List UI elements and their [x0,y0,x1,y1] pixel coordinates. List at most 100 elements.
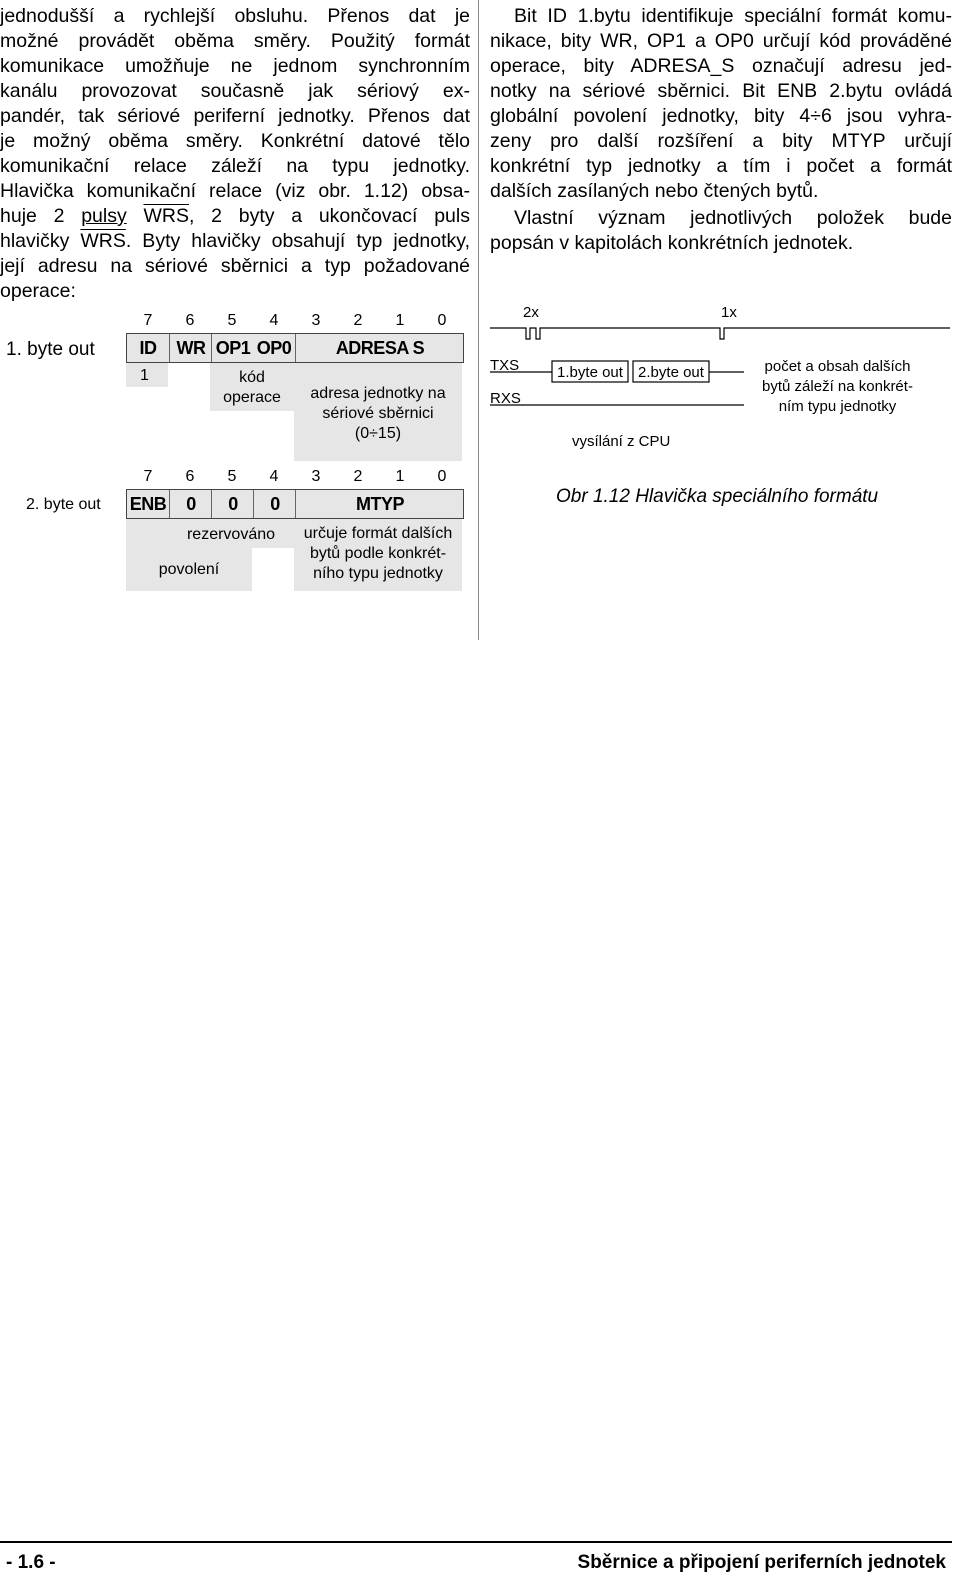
mtyp-note-box [294,519,462,591]
bit-number: 3 [311,468,321,485]
bit-number: 5 [227,468,237,485]
wrs-waveform [490,327,950,340]
povoleni-note: povolení [158,561,220,578]
text-line: její adresu na sériové sběrnici a typ po… [0,255,470,277]
byte2-label: 2. byte out [26,496,101,513]
text-line: nikace, bity WR, OP1 a OP0 určují kód pr… [490,30,952,52]
left-paragraph: jednodušší a rychlejší obsluhu. Přenos d… [0,4,470,304]
bit-number: 6 [185,312,195,329]
bit-number: 7 [143,312,153,329]
underlined-word: pulsy [81,205,127,227]
txs-label: TXS [490,357,520,374]
byte1-label: 1. byte out [6,339,95,360]
text-line: pandér, tak sériové periferní jednotky. … [0,105,470,127]
note-line: ního typu jednotky [313,565,443,582]
chapter-title: Sběrnice a připojení periferních jednote… [577,1552,946,1573]
id-note-box [126,363,168,387]
bit-number: 1 [395,468,405,485]
text-fragment: . Byty hlavičky obsahují typ jednotky, [125,230,470,252]
note-line: kód [239,369,265,386]
rezerv-gap [252,548,294,592]
text-line: Vlastní význam jednotlivých položek bude [514,207,952,229]
note-line: (0÷15) [354,425,402,442]
text-line: Hlavička komunikační relace (viz obr. 1.… [0,180,470,202]
right-paragraph: Bit ID 1.bytu identifikuje speciální for… [490,4,952,204]
timing-note: počet a obsah dalších bytů záleží na kon… [750,357,925,417]
text-fragment: , 2 byty a ukončovací puls [188,205,470,227]
overlined-signal: WRS [143,205,189,227]
bit-number: 3 [311,312,321,329]
byte2-register: ENB 0 0 0 MTYP [126,489,464,519]
byte1-register: ID WR OP1 OP0 ADRESA S [126,333,464,363]
byte1-box [551,360,629,383]
text-line: komunikace umožňuje ne jednom synchronní… [0,55,470,77]
right-paragraph-2: Vlastní význam jednotlivých položek bude… [490,206,952,256]
figure-caption: Obr 1.12 Hlavička speciálního formátu [556,486,879,507]
field-id: ID [139,338,158,358]
overlined-signal: WRS [80,230,126,252]
field-bit4: 0 [253,490,296,518]
adresa-note: adresa jednotky na sériové sběrnici (0÷1… [294,384,462,444]
byte1-box-label: 1.byte out [557,364,623,381]
note-line: určuje formát dalších [303,525,453,542]
note-line: adresa jednotky na [310,385,446,402]
field-mtyp: MTYP [295,490,464,518]
left-column: jednodušší a rychlejší obsluhu. Přenos d… [0,0,470,304]
text-line: zeny pro další rozšíření a bity MTYP urč… [490,130,952,152]
bit-number: 2 [353,312,363,329]
note-line: počet a obsah dalších [764,358,911,375]
bit-number: 5 [227,312,237,329]
field-wr: WR [169,334,212,362]
right-column: Bit ID 1.bytu identifikuje speciální for… [490,0,952,256]
text-line: globální povolení jednotky, bity 4÷6 jso… [490,105,952,127]
label-2x: 2x [523,304,539,321]
adresa-note-box [294,363,462,461]
note-line: operace [223,389,281,406]
bit-number: 7 [143,468,153,485]
footer-rule [0,1541,952,1543]
kod-operace-note: kód operace [210,368,294,408]
text-fragment [127,205,144,227]
text-line: Bit ID 1.bytu identifikuje speciální for… [514,5,952,27]
bit-number: 4 [269,468,279,485]
text-fragment: hlavičky [0,230,81,252]
text-line: komunikační relace záleží na typu jednot… [0,155,470,177]
text-line: jednodušší a rychlejší obsluhu. Přenos d… [0,5,470,27]
text-line: notky na sériové sběrnici. Bit ENB 2.byt… [490,80,952,102]
bit-number: 1 [395,312,405,329]
kod-note-box [210,363,294,411]
note-line: bytů podle konkrét- [309,545,447,562]
timing-diagram: 2x 1x TXS RXS 1.byte out 2.byte out poče… [490,295,950,465]
bit-number: 4 [269,312,279,329]
text-line: dalších zasílaných nebo čtených bytů. [490,180,819,202]
field-op0: OP0 [256,338,292,358]
note-line: bytů záleží na konkrét- [762,378,913,395]
text-line: hlavičky WRS. Byty hlavičky obsahují typ… [0,229,470,254]
bit-number: 0 [437,468,447,485]
timing-waveform [490,327,950,406]
column-divider [478,0,479,640]
note-line: sériové sběrnici [322,405,434,422]
text-line: operace: [0,280,76,302]
bit-number: 2 [353,468,363,485]
rezervovano-note: rezervováno [186,526,276,543]
text-line: je možný oběma směry. Konkrétní datové t… [0,130,470,152]
mtyp-note: určuje formát dalších bytů podle konkrét… [294,524,462,584]
text-line: popsán v kapitolách konkrétních jednotek… [490,232,854,254]
field-adresa-s: ADRESA S [295,334,464,362]
byte2-box-label: 2.byte out [638,364,704,381]
cpu-label: vysílání z CPU [572,433,671,450]
note-line: ním typu jednotky [778,398,897,415]
rxs-label: RXS [490,390,521,407]
id-note: 1 [140,367,149,384]
field-bit5: 0 [211,490,254,518]
text-line: konkrétní typ jednotky a tím i počet a f… [490,155,952,177]
text-line: huje 2 pulsy WRS, 2 byty a ukončovací pu… [0,204,470,229]
bit-number: 6 [185,468,195,485]
field-bit6: 0 [169,490,212,518]
enb-note-box [126,519,168,591]
field-enb: ENB [129,494,167,514]
page-number: - 1.6 - [6,1552,56,1573]
label-1x: 1x [721,304,737,321]
bit-number: 0 [437,312,447,329]
